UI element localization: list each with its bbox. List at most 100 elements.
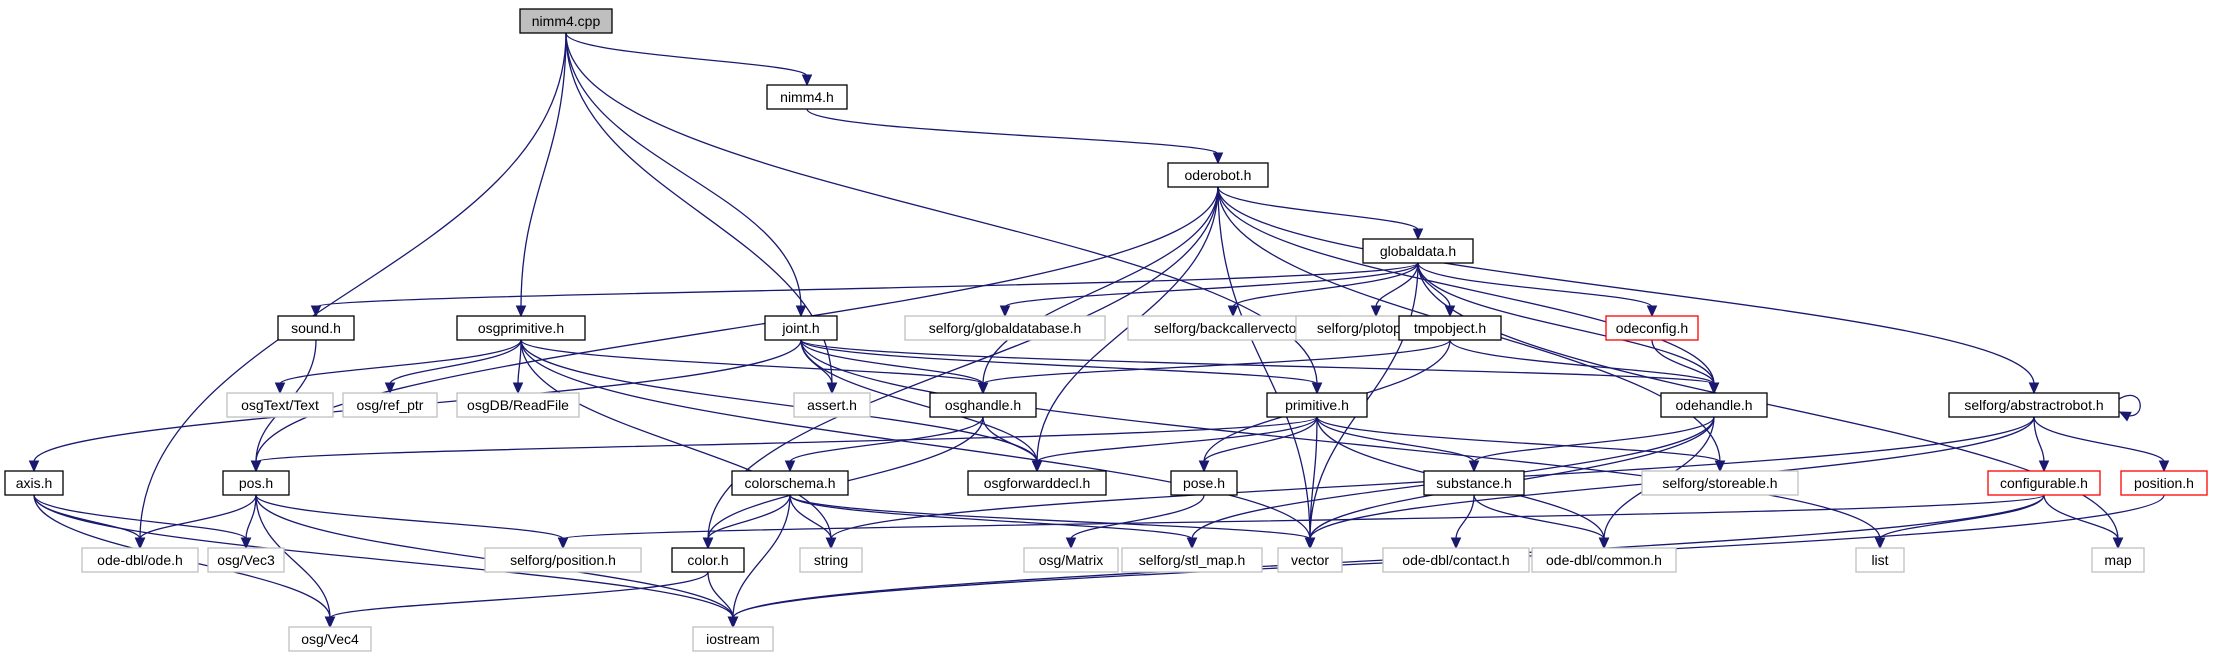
edge-color-h-to-iostream-arrow — [727, 616, 739, 629]
edge-osgprimitive-h-to-string — [520, 339, 832, 540]
node-odehandle-h[interactable]: odehandle.h — [1660, 392, 1768, 418]
node-tmpobject-h[interactable]: tmpobject.h — [1398, 315, 1502, 341]
node-box — [1855, 547, 1905, 573]
node-box — [226, 392, 334, 418]
node-osgtext[interactable]: osgText/Text — [226, 392, 334, 418]
node-odedbl-ode[interactable]: ode-dbl/ode.h — [81, 547, 199, 573]
node-box — [342, 392, 438, 418]
edge-primitive-h-to-vector — [1309, 416, 1318, 540]
node-vector[interactable]: vector — [1277, 547, 1343, 573]
node-configurable-h[interactable]: configurable.h — [1987, 470, 2101, 496]
edge-odeconfig-h-to-odehandle-h — [1651, 339, 1715, 385]
node-substance-h[interactable]: substance.h — [1423, 470, 1525, 496]
node-label: selforg/abstractrobot.h — [1964, 397, 2103, 413]
node-box — [1641, 470, 1799, 496]
edge-configurable-h-to-sf-position-arrow — [557, 537, 569, 550]
node-label: map — [2104, 552, 2131, 568]
node-oderobot-h[interactable]: oderobot.h — [1167, 162, 1269, 188]
node-sf-stlmap[interactable]: selforg/stl_map.h — [1121, 547, 1263, 573]
node-colorschema-h[interactable]: colorschema.h — [731, 470, 849, 496]
edge-pos-h-to-odedbl-ode — [139, 494, 257, 540]
edge-globaldata-h-to-sf-globaldatabase — [1004, 262, 1419, 308]
node-label: selforg/stl_map.h — [1139, 552, 1246, 568]
edge-configurable-h-to-list-arrow — [1874, 537, 1886, 550]
edge-primitive-h-to-pos-h-arrow — [250, 460, 262, 473]
node-sound-h[interactable]: sound.h — [277, 315, 355, 341]
edge-joint-h-to-odehandle-h — [800, 339, 1715, 385]
node-iostream[interactable]: iostream — [692, 626, 774, 652]
edge-primitive-h-to-substance-h — [1316, 416, 1475, 463]
node-sf-globaldatabase[interactable]: selforg/globaldatabase.h — [904, 315, 1106, 341]
edge-nimm4-cpp-to-joint-h — [565, 32, 802, 308]
edge-primitive-h-to-osgforwarddecl-h — [1036, 416, 1318, 463]
node-osghandle-h[interactable]: osghandle.h — [929, 392, 1037, 418]
node-nimm4-cpp[interactable]: nimm4.cpp — [519, 8, 613, 34]
node-sf-abstractrobot[interactable]: selforg/abstractrobot.h — [1948, 392, 2120, 418]
node-nimm4-h[interactable]: nimm4.h — [766, 84, 848, 110]
node-label: joint.h — [781, 320, 819, 336]
node-odedbl-common[interactable]: ode-dbl/common.h — [1531, 547, 1677, 573]
node-label: iostream — [706, 631, 760, 647]
node-osgvec3[interactable]: osg/Vec3 — [207, 547, 285, 573]
edge-colorschema-h-to-vector-arrow — [1304, 537, 1316, 550]
edge-color-h-to-osgvec4-arrow — [324, 616, 336, 629]
edge-odeconfig-h-to-odehandle-h-arrow — [1708, 382, 1720, 395]
edge-nimm4-h-to-oderobot-h — [806, 108, 1219, 155]
edge-globaldata-h-to-sf-backcaller-arrow — [1227, 305, 1239, 318]
edge-oderobot-h-to-osghandle-h — [982, 186, 1219, 385]
node-osgvec4[interactable]: osg/Vec4 — [288, 626, 372, 652]
edge-sf-abstractrobot-to-position-h — [2033, 416, 2165, 463]
edge-pos-h-to-osgvec3-arrow — [240, 537, 252, 550]
node-joint-h[interactable]: joint.h — [764, 315, 838, 341]
edge-joint-h-to-assert-h-arrow — [826, 382, 838, 395]
edge-globaldata-h-to-odeconfig-h-arrow — [1646, 305, 1658, 318]
node-odeconfig-h[interactable]: odeconfig.h — [1605, 315, 1699, 341]
edge-colorschema-h-to-vector — [789, 494, 1311, 540]
edge-colorschema-h-to-sf-stlmap-arrow — [1186, 537, 1198, 550]
edge-configurable-h-to-sf-position — [562, 494, 2045, 540]
edge-axis-h-to-iostream — [33, 494, 734, 619]
edge-nimm4-cpp-to-osgprimitive-h — [520, 32, 567, 308]
node-odedbl-contact[interactable]: ode-dbl/contact.h — [1382, 547, 1530, 573]
node-box — [81, 547, 199, 573]
node-label: color.h — [687, 552, 728, 568]
node-label: osg/ref_ptr — [357, 397, 424, 413]
node-sf-storeable[interactable]: selforg/storeable.h — [1641, 470, 1799, 496]
node-map[interactable]: map — [2091, 547, 2145, 573]
node-color-h[interactable]: color.h — [671, 547, 745, 573]
edge-tmpobject-h-to-osghandle-h — [982, 339, 1451, 385]
node-list[interactable]: list — [1855, 547, 1905, 573]
edge-osgprimitive-h-to-vector — [520, 339, 1311, 540]
node-box — [692, 626, 774, 652]
edge-joint-h-to-list — [800, 339, 1881, 540]
node-label: ode-dbl/common.h — [1546, 552, 1662, 568]
node-sf-position[interactable]: selforg/position.h — [484, 547, 642, 573]
node-assert-h[interactable]: assert.h — [793, 392, 871, 418]
node-label: configurable.h — [2000, 475, 2088, 491]
node-box — [4, 470, 64, 496]
node-primitive-h[interactable]: primitive.h — [1266, 392, 1368, 418]
node-osgdbreadfile[interactable]: osgDB/ReadFile — [456, 392, 580, 418]
node-label: ode-dbl/ode.h — [97, 552, 183, 568]
node-axis-h[interactable]: axis.h — [4, 470, 64, 496]
node-osgrefptr[interactable]: osg/ref_ptr — [342, 392, 438, 418]
node-osgprimitive-h[interactable]: osgprimitive.h — [456, 315, 586, 341]
node-position-h[interactable]: position.h — [2120, 470, 2208, 496]
node-pose-h[interactable]: pose.h — [1170, 470, 1238, 496]
node-label: osgprimitive.h — [478, 320, 564, 336]
node-label: osgDB/ReadFile — [467, 397, 569, 413]
node-box — [456, 392, 580, 418]
node-osgmatrix[interactable]: osg/Matrix — [1023, 547, 1119, 573]
edge-osghandle-h-to-osgforwarddecl-h — [982, 416, 1038, 463]
node-osgforwarddecl-h[interactable]: osgforwarddecl.h — [967, 470, 1107, 496]
node-label: pos.h — [239, 475, 273, 491]
node-box — [222, 470, 290, 496]
node-pos-h[interactable]: pos.h — [222, 470, 290, 496]
node-box — [1266, 392, 1368, 418]
edge-primitive-h-to-sf-storeable-arrow — [1714, 460, 1726, 473]
node-globaldata-h[interactable]: globaldata.h — [1362, 238, 1474, 264]
node-label: osgText/Text — [241, 397, 319, 413]
node-label: assert.h — [807, 397, 857, 413]
node-string[interactable]: string — [799, 547, 863, 573]
node-label: string — [814, 552, 848, 568]
